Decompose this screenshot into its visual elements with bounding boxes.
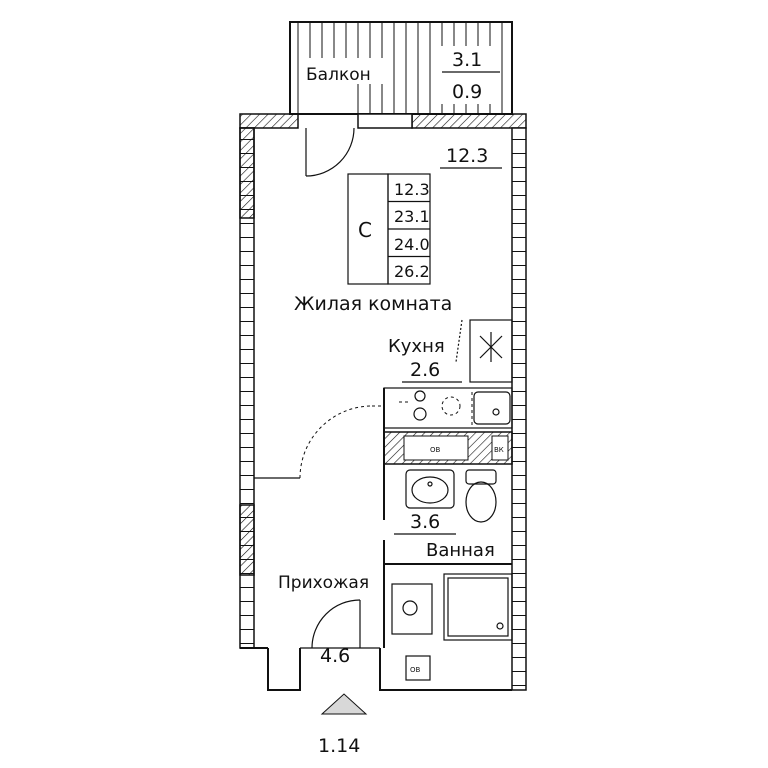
- interior-walls: [254, 388, 512, 648]
- water-heater-label: ОВ: [410, 666, 421, 674]
- exterior-walls: [239, 113, 527, 691]
- bathroom: 3.6 Ванная: [391, 469, 513, 641]
- balcony-area-full: 3.1: [452, 49, 482, 71]
- cooktop-icon: [398, 390, 461, 421]
- ventilation-label: ВК: [494, 446, 504, 454]
- entrance-arrow-icon: [320, 693, 368, 715]
- hallway-name: Прихожая: [278, 573, 369, 593]
- shower-tray-icon: [443, 573, 513, 641]
- hallway-area: 4.6: [320, 645, 350, 667]
- entrance-door: [311, 599, 361, 649]
- summary-total-area: 23.1: [394, 207, 430, 226]
- balcony-name: Балкон: [306, 65, 371, 85]
- apartment-type-letter: С: [358, 218, 372, 242]
- water-heater-icon: [405, 655, 431, 681]
- living-room-door: [299, 405, 373, 479]
- washbasin-icon: [405, 469, 455, 509]
- apartment-summary: С 12.3 23.1 24.0 26.2: [347, 173, 431, 285]
- living-room-area: 12.3: [446, 145, 488, 167]
- bathroom-name: Ванная: [426, 540, 495, 561]
- bathroom-area: 3.6: [410, 511, 440, 533]
- balcony-door: [305, 127, 355, 177]
- summary-full-area: 26.2: [394, 262, 430, 281]
- exhaust-duct: [469, 319, 513, 383]
- living-room-name: Жилая комната: [294, 293, 452, 315]
- kitchen-area: 2.6: [410, 359, 440, 381]
- appliance-strip: ОВ ВК: [383, 431, 513, 465]
- summary-living-area: 12.3: [394, 180, 430, 199]
- entrance-number: 1.14: [318, 735, 360, 757]
- summary-total-area-with-balcony: 24.0: [394, 235, 430, 254]
- balcony: Балкон 3.1 0.9: [289, 21, 513, 115]
- sink-icon: [473, 391, 511, 425]
- balcony-area-reduced: 0.9: [452, 81, 482, 103]
- oven-label: ОВ: [430, 446, 441, 454]
- washing-machine-icon: [391, 583, 433, 635]
- kitchen-counter: [383, 387, 513, 429]
- kitchen-name: Кухня: [388, 336, 445, 357]
- toilet-icon: [465, 469, 497, 523]
- kitchen: Кухня 2.6: [383, 319, 513, 429]
